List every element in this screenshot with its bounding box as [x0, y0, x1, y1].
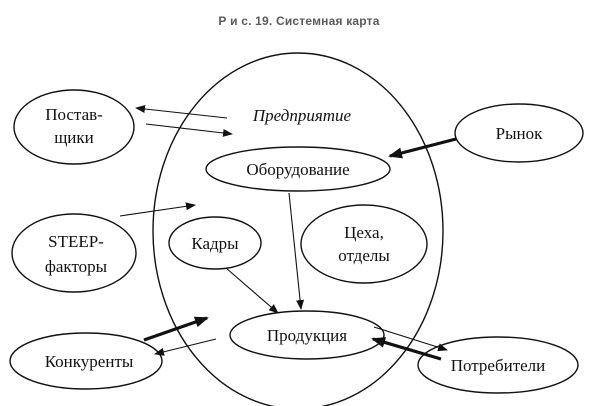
equipment-ellipse — [205, 146, 391, 192]
arrow-products-to-consumers — [373, 326, 448, 352]
enterprise-ellipse — [152, 52, 444, 406]
market-label: Рынок — [496, 124, 543, 143]
arrow-enterprise-to-suppliers — [135, 105, 228, 119]
market-ellipse — [454, 103, 584, 163]
competitors-label: Конкуренты — [45, 352, 134, 371]
competitors-ellipse — [9, 332, 163, 390]
steep-label-line1: STEEP- — [48, 232, 104, 251]
arrow-suppliers-to-enterprise — [145, 123, 233, 137]
shops-label-line2: отделы — [338, 246, 390, 265]
figure-caption: Р и с. 19. Системная карта — [218, 14, 380, 28]
arrow-personnel-to-products — [225, 267, 279, 314]
products-ellipse — [229, 310, 385, 360]
arrow-consumers-to-products — [371, 337, 442, 361]
steep-factors-ellipse — [11, 213, 137, 293]
enterprise-label: Предприятие — [252, 106, 352, 125]
arrow-enterprise-to-competitors — [154, 338, 217, 356]
shops-ellipse — [300, 204, 428, 284]
arrow-steep-to-enterprise — [119, 202, 196, 217]
suppliers-label-line1: Постав- — [45, 105, 103, 124]
shops-label-line1: Цеха, — [344, 223, 384, 242]
personnel-ellipse — [168, 216, 262, 270]
equipment-label: Оборудование — [246, 160, 349, 179]
suppliers-label-line2: щики — [54, 128, 94, 147]
products-label: Продукция — [267, 326, 347, 345]
arrow-market-to-equipment — [388, 137, 457, 159]
consumers-ellipse — [417, 336, 579, 394]
personnel-label: Кадры — [191, 234, 239, 253]
arrow-equipment-to-products — [288, 192, 305, 310]
suppliers-ellipse — [13, 89, 135, 165]
steep-label-line2: факторы — [45, 257, 108, 276]
consumers-label: Потребители — [451, 356, 546, 375]
arrow-competitors-to-enterprise — [143, 316, 209, 342]
